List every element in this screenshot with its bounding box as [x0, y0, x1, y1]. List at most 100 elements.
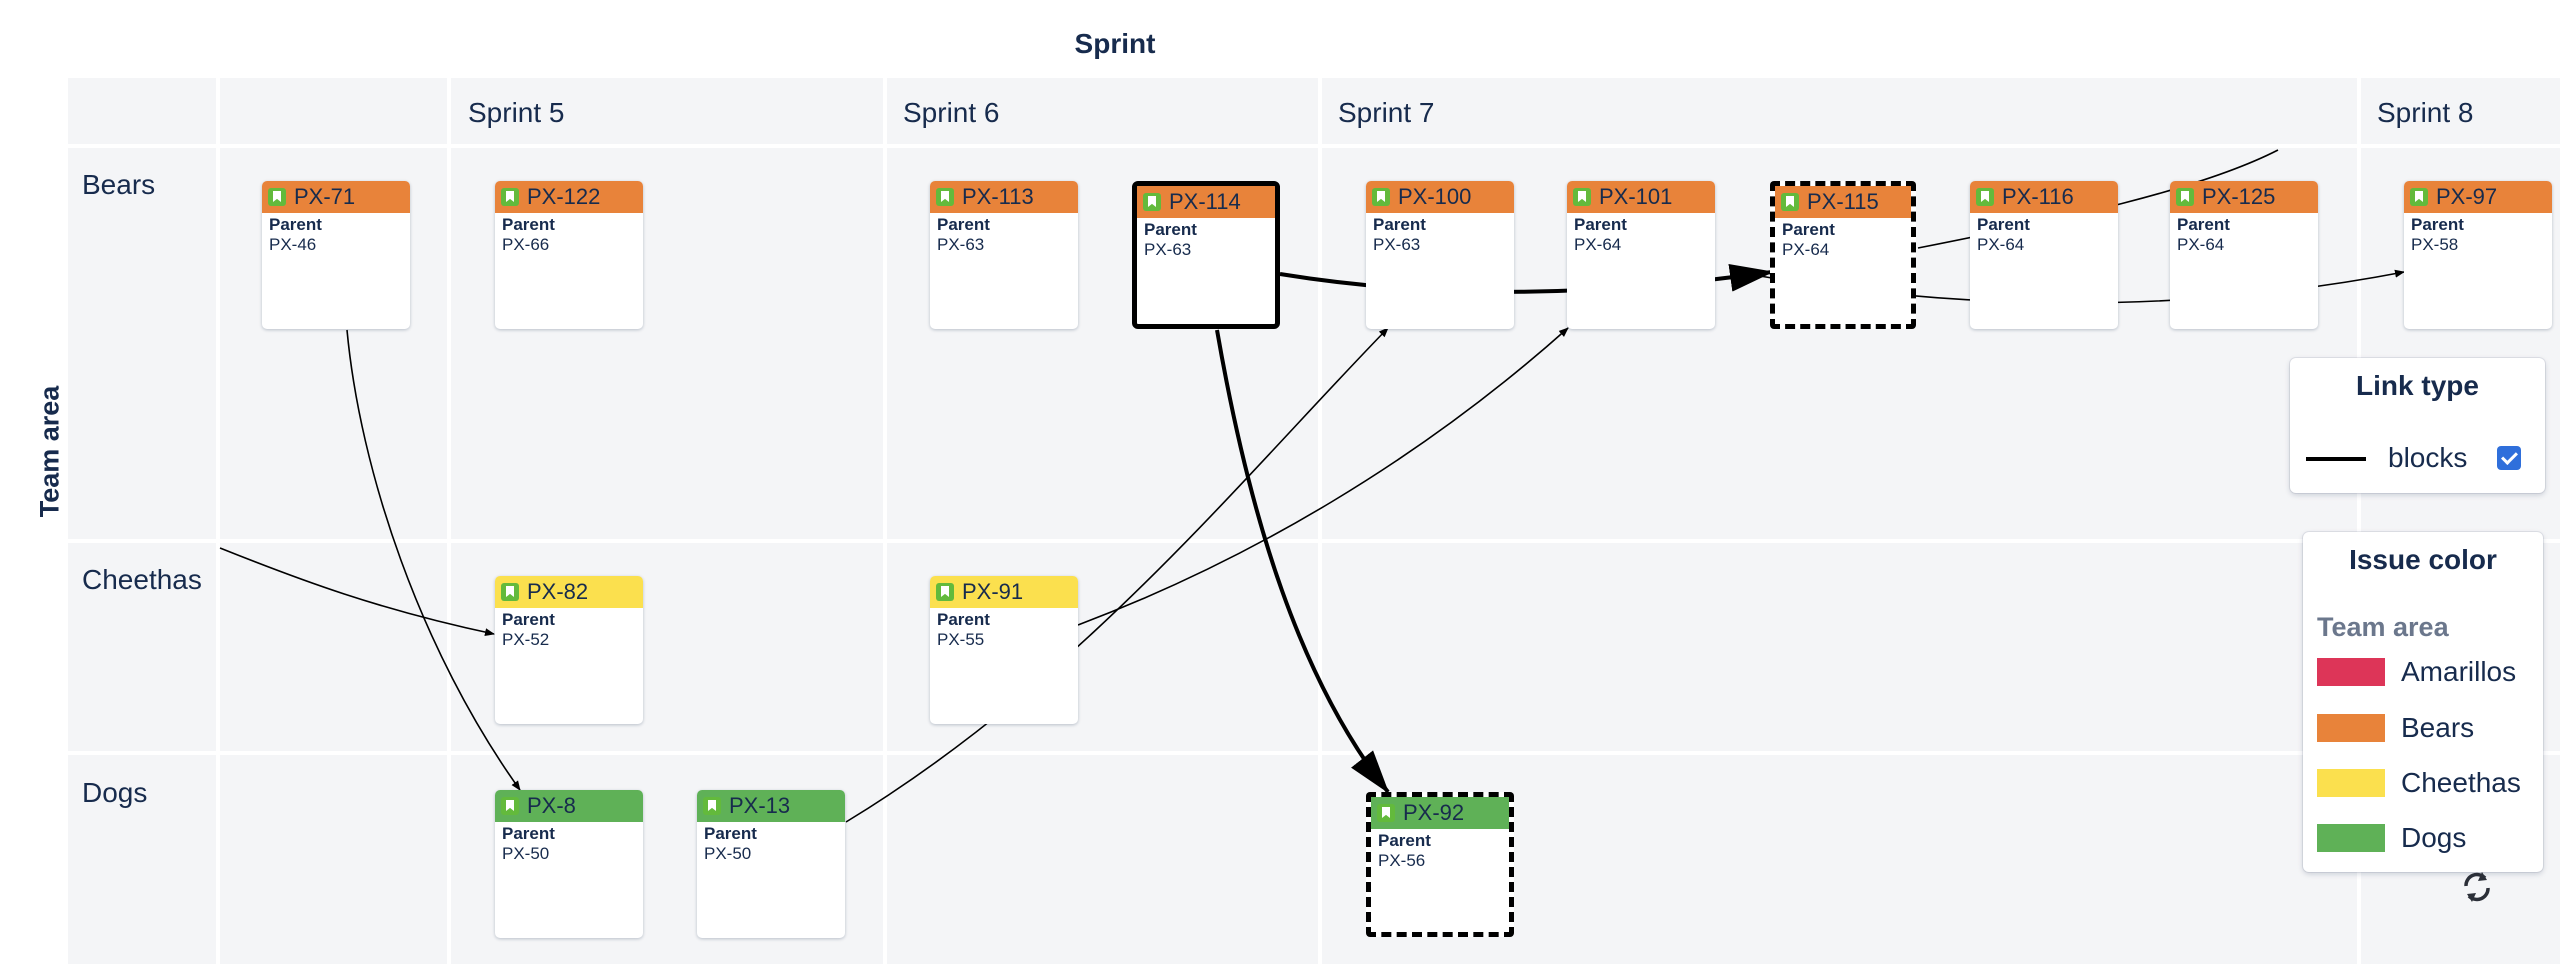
card-key: PX-8 [527, 793, 576, 818]
issue-card-px-13[interactable]: PX-13 Parent PX-50 [697, 790, 845, 938]
card-header: PX-101 [1567, 181, 1715, 213]
card-key: PX-116 [2002, 184, 2074, 209]
card-parent-label: Parent [269, 215, 322, 234]
issue-card-px-8[interactable]: PX-8 Parent PX-50 [495, 790, 643, 938]
card-header: PX-113 [930, 181, 1078, 213]
y-axis-title: Team area [34, 385, 65, 518]
card-parent-value: PX-56 [1378, 851, 1426, 870]
issue-card-px-122[interactable]: PX-122 Parent PX-66 [495, 181, 643, 329]
card-parent-value: PX-64 [1574, 235, 1622, 254]
card-key: PX-125 [2202, 184, 2276, 209]
card-parent-value: PX-63 [1144, 240, 1192, 259]
legend-item-label: Amarillos [2401, 656, 2517, 687]
card-header: PX-115 [1775, 186, 1911, 218]
row-header-bears: Bears [82, 169, 156, 200]
card-parent-value: PX-63 [937, 235, 985, 254]
color-swatch [2317, 714, 2385, 742]
card-parent-label: Parent [1977, 215, 2030, 234]
card-key: PX-114 [1169, 189, 1241, 214]
card-parent-label: Parent [502, 824, 555, 843]
story-bookmark-icon [1573, 188, 1591, 206]
card-parent-label: Parent [1144, 220, 1197, 239]
card-header: PX-116 [1970, 181, 2118, 213]
legend-item-bears: Bears [2317, 712, 2474, 744]
link-type-label-blocks: blocks [2388, 442, 2468, 473]
row-header-cell [68, 148, 216, 539]
refresh-icon[interactable] [2458, 868, 2496, 906]
issue-card-px-71[interactable]: PX-71 Parent PX-46 [262, 181, 410, 329]
card-parent-value: PX-63 [1373, 235, 1421, 254]
card-parent-value: PX-64 [1977, 235, 2025, 254]
legend-item-dogs: Dogs [2317, 822, 2466, 854]
x-axis-title: Sprint [1074, 28, 1156, 59]
card-parent-value: PX-55 [937, 630, 985, 649]
column-header-sprint-8: Sprint 8 [2377, 97, 2474, 128]
issue-card-px-100[interactable]: PX-100 Parent PX-63 [1366, 181, 1514, 329]
story-bookmark-icon [2410, 188, 2428, 206]
story-bookmark-icon [501, 188, 519, 206]
issue-card-px-125[interactable]: PX-125 Parent PX-64 [2170, 181, 2318, 329]
column-header-cell [2361, 78, 2560, 144]
row-header-cell [68, 755, 216, 964]
story-bookmark-icon [1976, 188, 1994, 206]
column-header-sprint-6: Sprint 6 [903, 97, 1000, 128]
story-bookmark-icon [501, 797, 519, 815]
card-header: PX-122 [495, 181, 643, 213]
story-bookmark-icon [1372, 188, 1390, 206]
issue-card-px-97[interactable]: PX-97 Parent PX-58 [2404, 181, 2552, 329]
card-header: PX-91 [930, 576, 1078, 608]
column-header-cell [1322, 78, 2357, 144]
column-header-cell [451, 78, 883, 144]
issue-color-legend-title: Issue color [2349, 544, 2497, 575]
issue-card-px-101[interactable]: PX-101 Parent PX-64 [1567, 181, 1715, 329]
story-bookmark-icon [2176, 188, 2194, 206]
card-parent-label: Parent [704, 824, 757, 843]
card-header: PX-13 [697, 790, 845, 822]
card-parent-label: Parent [502, 215, 555, 234]
row-header-dogs: Dogs [82, 777, 148, 808]
issue-card-px-114[interactable]: PX-114 Parent PX-63 [1132, 181, 1280, 329]
card-parent-label: Parent [937, 610, 990, 629]
card-parent-label: Parent [937, 215, 990, 234]
card-parent-label: Parent [1574, 215, 1627, 234]
issue-card-px-92[interactable]: PX-92 Parent PX-56 [1366, 792, 1514, 937]
issue-card-px-113[interactable]: PX-113 Parent PX-63 [930, 181, 1078, 329]
card-header: PX-8 [495, 790, 643, 822]
card-key: PX-92 [1403, 800, 1465, 825]
card-parent-label: Parent [1378, 831, 1431, 850]
story-bookmark-icon [936, 583, 954, 601]
grid-cell [220, 543, 447, 751]
grid-cell [1322, 543, 2357, 751]
color-swatch [2317, 769, 2385, 797]
legend-item-label: Dogs [2401, 822, 2467, 853]
story-bookmark-icon [1377, 804, 1395, 822]
issue-card-px-116[interactable]: PX-116 Parent PX-64 [1970, 181, 2118, 329]
card-key: PX-13 [729, 793, 791, 818]
card-parent-value: PX-66 [502, 235, 550, 254]
card-key: PX-100 [1398, 184, 1472, 209]
issue-card-px-115[interactable]: PX-115 Parent PX-64 [1770, 181, 1916, 329]
card-parent-value: PX-64 [1782, 240, 1830, 259]
card-parent-value: PX-52 [502, 630, 550, 649]
issue-card-px-82[interactable]: PX-82 Parent PX-52 [495, 576, 643, 724]
checkbox-checked-icon[interactable] [2497, 446, 2521, 470]
card-parent-label: Parent [1782, 220, 1835, 239]
grid-corner-cell [68, 78, 216, 144]
issue-color-group-label: Team area [2317, 612, 2449, 642]
row-header-cell [68, 543, 216, 751]
story-bookmark-icon [703, 797, 721, 815]
color-swatch [2317, 824, 2385, 852]
card-parent-label: Parent [2411, 215, 2464, 234]
column-header-sprint-5: Sprint 5 [468, 97, 565, 128]
card-parent-label: Parent [2177, 215, 2230, 234]
card-parent-label: Parent [502, 610, 555, 629]
card-parent-label: Parent [1373, 215, 1426, 234]
link-type-legend-title: Link type [2356, 370, 2479, 401]
issue-card-px-91[interactable]: PX-91 Parent PX-55 [930, 576, 1078, 724]
column-header-cell [220, 78, 447, 144]
card-parent-value: PX-64 [2177, 235, 2225, 254]
column-header-sprint-7: Sprint 7 [1338, 97, 1435, 128]
color-swatch [2317, 658, 2385, 686]
legend-item-label: Cheethas [2401, 767, 2521, 798]
card-header: PX-100 [1366, 181, 1514, 213]
